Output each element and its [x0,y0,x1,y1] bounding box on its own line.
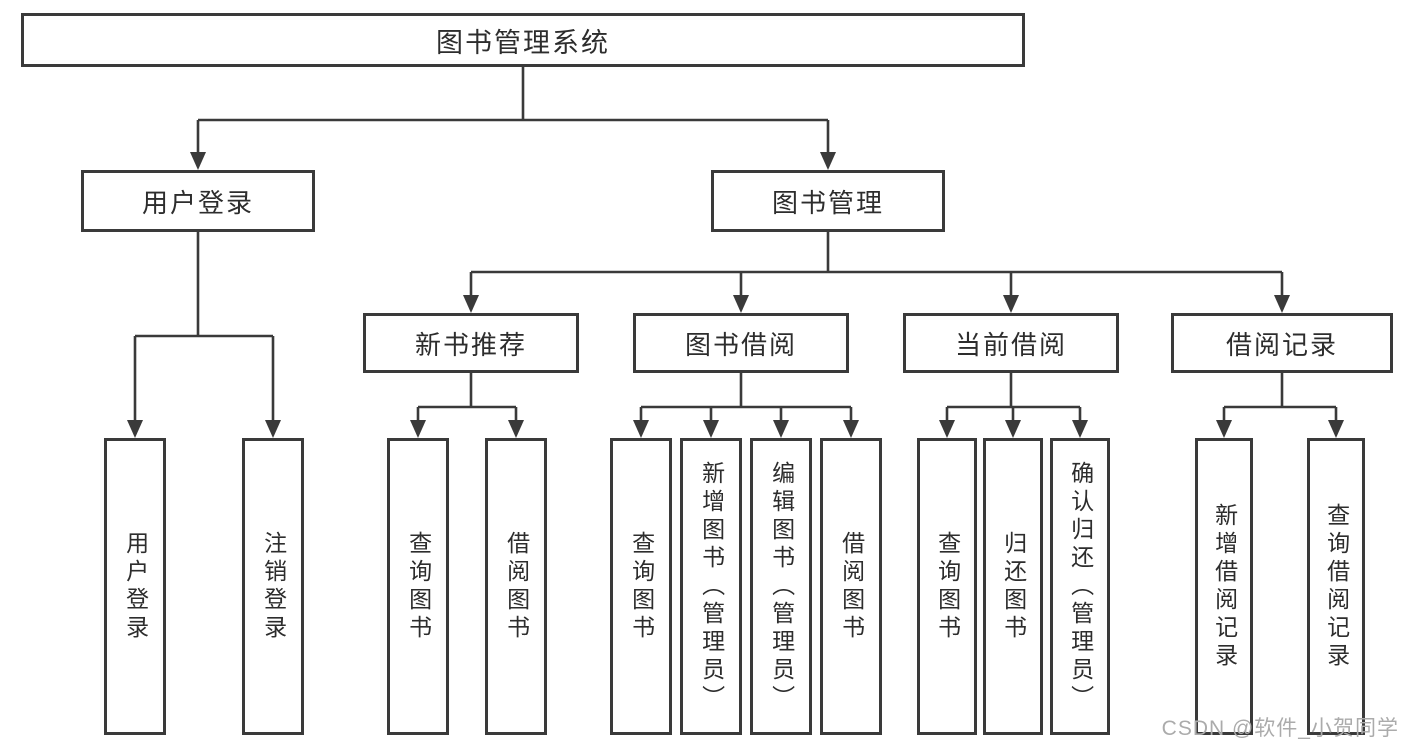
leaf-logout-label: 注销登录 [260,530,287,643]
leaf-query-book-rec: 查询图书 [387,438,449,735]
arrowhead [1328,420,1344,438]
node-user-login: 用户登录 [81,170,315,232]
arrowhead [1216,420,1232,438]
node-book-mgmt-label: 图书管理 [771,187,884,218]
leaf-edit-book-admin: 编辑图书（管理员） [750,438,812,735]
arrowhead [410,420,426,438]
leaf-query-borrow-record-label: 查询借阅记录 [1323,502,1350,671]
arrowhead [939,420,955,438]
leaf-return-book-label: 归还图书 [1000,530,1027,643]
arrowhead [1005,420,1021,438]
node-current-borrow: 当前借阅 [903,313,1119,373]
leaf-query-book-rec-label: 查询图书 [405,530,432,643]
node-borrow-record: 借阅记录 [1171,313,1393,373]
node-root-label: 图书管理系统 [436,27,610,58]
connector-user-login-children [127,232,281,438]
arrowhead [463,295,479,313]
arrowhead [1274,295,1290,313]
leaf-query-book-borrow: 查询图书 [610,438,672,735]
arrowhead [703,420,719,438]
node-current-borrow-label: 当前借阅 [954,329,1067,360]
leaf-borrow-book-label: 借阅图书 [838,530,865,643]
connector-borrow-record-children [1216,373,1344,438]
node-borrow-record-label: 借阅记录 [1225,329,1338,360]
arrowhead [508,420,524,438]
leaf-query-book-current: 查询图书 [917,438,977,735]
csdn-watermark: CSDN @软件_小贺同学 [1161,717,1399,740]
node-root: 图书管理系统 [21,13,1025,67]
leaf-user-login-label: 用户登录 [122,530,149,643]
arrowhead [1003,295,1019,313]
node-new-book-rec: 新书推荐 [363,313,579,373]
leaf-add-borrow-record-label: 新增借阅记录 [1211,502,1238,671]
leaf-add-book-admin: 新增图书（管理员） [680,438,742,735]
leaf-query-book-borrow-label: 查询图书 [628,530,655,643]
arrowhead [633,420,649,438]
leaf-add-book-admin-label: 新增图书（管理员） [698,460,725,713]
leaf-borrow-book-rec-label: 借阅图书 [503,530,530,643]
leaf-user-login: 用户登录 [104,438,166,735]
connector-book-mgmt-level3 [463,232,1290,313]
node-new-book-rec-label: 新书推荐 [414,329,527,360]
leaf-confirm-return-admin-label: 确认归还（管理员） [1067,460,1094,713]
arrowhead [733,295,749,313]
leaf-query-book-current-label: 查询图书 [934,530,961,643]
leaf-borrow-book: 借阅图书 [820,438,882,735]
leaf-confirm-return-admin: 确认归还（管理员） [1050,438,1110,735]
arrowhead [265,420,281,438]
leaf-return-book: 归还图书 [983,438,1043,735]
leaf-edit-book-admin-label: 编辑图书（管理员） [768,460,795,713]
leaf-logout: 注销登录 [242,438,304,735]
arrowhead [820,152,836,170]
node-book-borrow: 图书借阅 [633,313,849,373]
connector-root-to-level2 [190,67,836,170]
connector-book-borrow-children [633,373,859,438]
connector-current-borrow-children [939,373,1088,438]
leaf-query-borrow-record: 查询借阅记录 [1307,438,1365,735]
leaf-add-borrow-record: 新增借阅记录 [1195,438,1253,735]
arrowhead [843,420,859,438]
arrowhead [1072,420,1088,438]
node-book-borrow-label: 图书借阅 [684,329,797,360]
arrowhead [190,152,206,170]
arrowhead [773,420,789,438]
node-book-mgmt: 图书管理 [711,170,945,232]
arrowhead [127,420,143,438]
node-user-login-label: 用户登录 [141,187,254,218]
leaf-borrow-book-rec: 借阅图书 [485,438,547,735]
connector-new-book-rec-children [410,373,524,438]
